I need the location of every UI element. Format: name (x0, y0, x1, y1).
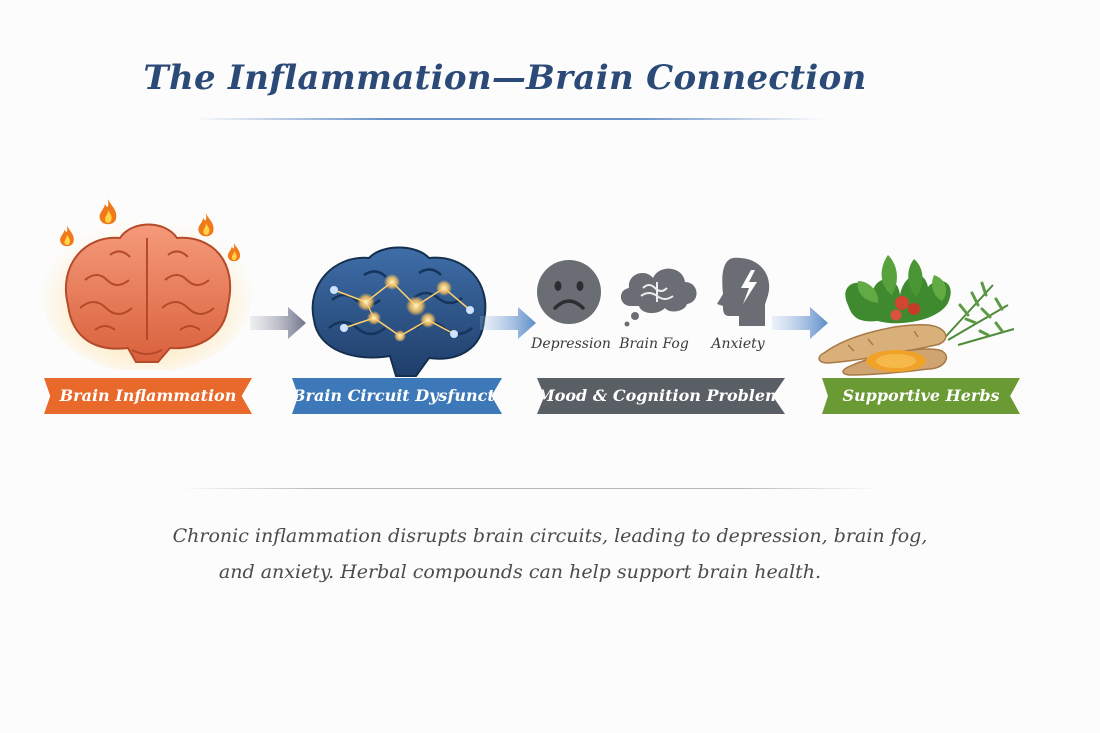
stage-label-text: Supportive Herbs (842, 386, 1000, 405)
stage-label-text: Brain Inflammation (59, 386, 237, 405)
flame-icon (99, 199, 117, 225)
symptom-label: Anxiety (711, 336, 765, 352)
stage-label: Brain Inflammation (44, 378, 252, 414)
page-title: The Inflammation—Brain Connection (143, 58, 867, 98)
stage-label: Mood & Cognition Problems (537, 378, 785, 414)
arrow-right-icon (480, 307, 536, 339)
stage-label-text: Mood & Cognition Problems (537, 386, 791, 405)
flame-icon (60, 225, 74, 247)
inflamed-brain-icon (42, 217, 252, 370)
caption-line: and anxiety. Herbal compounds can help s… (218, 561, 822, 583)
stage-label: Brain Circuit Dysfunction (292, 378, 502, 414)
caption-line: Chronic inflammation disrupts brain circ… (172, 525, 928, 547)
stage-label: Supportive Herbs (822, 378, 1020, 414)
stage-brain-inflammation: Brain Inflammation (40, 190, 255, 420)
flame-icon (198, 213, 214, 237)
symptom-label: Depression (531, 336, 611, 352)
symptom-label: Brain Fog (619, 336, 689, 352)
anxiety-head-icon (717, 257, 770, 326)
flame-icon (227, 242, 241, 262)
arrow-right-icon (772, 307, 828, 339)
stage-supportive-herbs: Supportive Herbs (818, 240, 1028, 420)
brain-fog-cloud-icon (620, 268, 697, 327)
herbs-icon (818, 255, 1015, 376)
title-divider (195, 118, 825, 120)
stage-mood-cognition-problems: Depression Brain Fog Anxiety Mood & Cogn… (525, 250, 790, 420)
stage-brain-circuit-dysfunction: Brain Circuit Dysfunction (292, 230, 507, 420)
stage-label-text: Brain Circuit Dysfunction (292, 386, 524, 405)
arrow-right-icon (250, 307, 306, 339)
section-divider (180, 488, 880, 489)
neural-network-brain-icon (311, 246, 487, 377)
caption: Chronic inflammation disrupts brain circ… (150, 518, 950, 590)
sad-face-icon (537, 260, 601, 324)
